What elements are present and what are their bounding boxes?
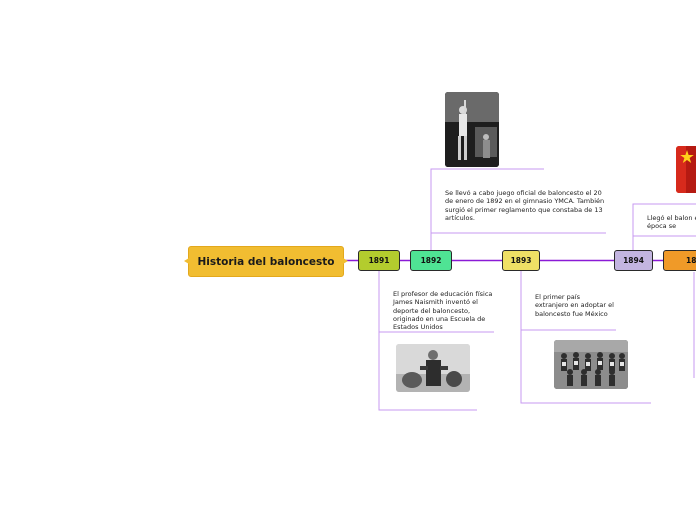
- flag-china[interactable]: [676, 146, 696, 193]
- central-topic-label: Historia del baloncesto: [197, 255, 335, 268]
- year-node-1894[interactable]: 1894: [614, 250, 653, 271]
- year-node-1895[interactable]: 18: [663, 250, 696, 271]
- branch-1893-image: [520, 330, 651, 404]
- branch-1894-image: [632, 203, 696, 236]
- note-1891[interactable]: El profesor de educación física James Na…: [393, 290, 493, 332]
- central-topic-node[interactable]: Historia del baloncesto: [184, 246, 348, 277]
- year-label-1892: 1892: [420, 256, 442, 265]
- note-1893[interactable]: El primer país extranjero en adoptar el …: [535, 293, 614, 318]
- photo-player[interactable]: [445, 92, 499, 167]
- note-1892[interactable]: Se llevó a cabo juego oficial de balonce…: [445, 189, 605, 222]
- branch-1892-image: [430, 168, 544, 233]
- photo-player-image: [445, 92, 499, 167]
- branch-1894-text: [632, 235, 696, 250]
- photo-team-image: [554, 340, 628, 389]
- photo-naismith[interactable]: [396, 344, 470, 392]
- note-1894[interactable]: Llegó el balon esta época se: [647, 214, 696, 231]
- year-node-1892[interactable]: 1892: [410, 250, 452, 271]
- star-icon: [680, 150, 694, 163]
- photo-team[interactable]: [554, 340, 628, 389]
- year-label-1895: 18: [686, 256, 696, 265]
- photo-naismith-image: [396, 344, 470, 392]
- branch-1892-text: [430, 232, 606, 250]
- flag-china-image: [676, 146, 696, 193]
- year-node-1891[interactable]: 1891: [358, 250, 400, 271]
- year-node-1893[interactable]: 1893: [502, 250, 540, 271]
- year-label-1891: 1891: [368, 256, 390, 265]
- branch-1891-image: [378, 332, 477, 411]
- year-label-1893: 1893: [510, 256, 532, 265]
- year-label-1894: 1894: [623, 256, 644, 265]
